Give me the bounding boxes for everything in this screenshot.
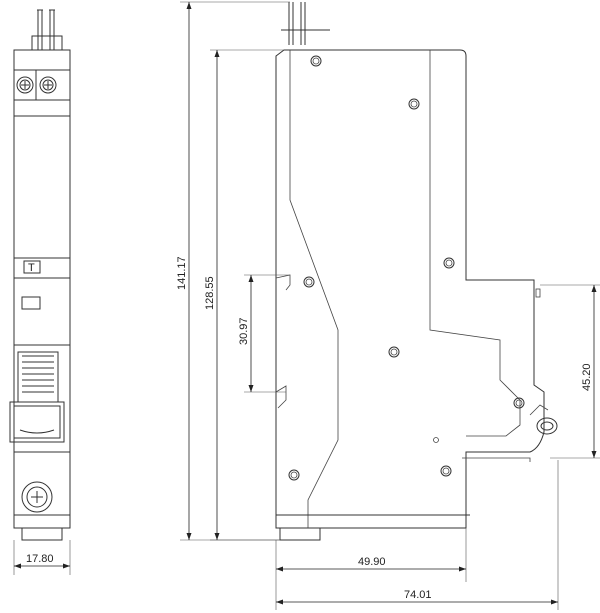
dim-body-height: 128.55: [204, 49, 284, 541]
front-top-pins: [37, 9, 55, 50]
dim-depth-front-label: 49.90: [358, 556, 386, 568]
screw-icon: [16, 76, 34, 94]
indicator-window: [21, 296, 41, 310]
mounting-holes: [288, 55, 525, 481]
dim-depth-total: 74.01: [275, 460, 559, 610]
front-body-outline: [13, 49, 71, 529]
dim-step-height: 45.20: [540, 284, 600, 459]
trip-knob: [529, 404, 558, 435]
screw-icon: [39, 76, 57, 94]
screw-icon: [21, 481, 53, 513]
side-view: [275, 2, 558, 541]
dim-step-height-label: 45.20: [581, 363, 593, 391]
side-top-pins: [281, 2, 330, 45]
front-terminal-block: [31, 35, 63, 51]
dim-rail-height-label: 30.97: [238, 317, 250, 345]
front-view: T: [9, 9, 71, 541]
front-marking-label: T: [28, 262, 35, 274]
dim-rail-height: 30.97: [238, 274, 290, 393]
marking-window: [23, 260, 41, 274]
dim-total-height: 141.17: [176, 1, 290, 541]
dim-depth-front: 49.90: [275, 528, 467, 582]
dim-total-height-label: 141.17: [176, 256, 188, 290]
toggle-lever: [9, 351, 65, 443]
dim-front-width-label: 17.80: [26, 553, 54, 565]
side-body-outline: [275, 49, 545, 529]
dim-front-width: 17.80: [13, 540, 71, 575]
dim-body-height-label: 128.55: [204, 276, 216, 310]
dim-depth-total-label: 74.01: [404, 589, 432, 601]
